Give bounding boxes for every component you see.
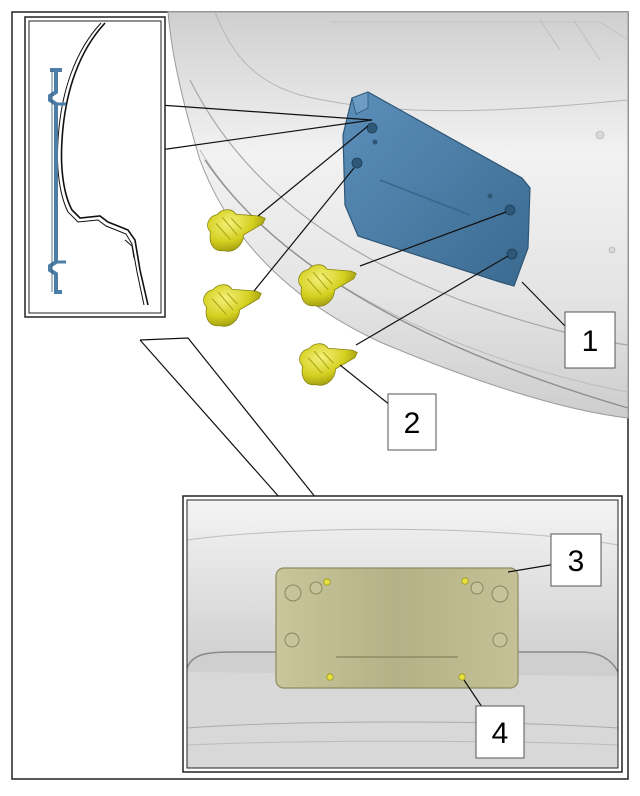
leader-lines [139, 104, 566, 499]
licence-plate-bracket-icon [342, 91, 531, 287]
callout-2: 2 [387, 393, 437, 451]
callout-1: 1 [564, 311, 616, 369]
section-view-inset [24, 16, 166, 318]
callout-4-label: 4 [492, 717, 509, 750]
callout-3: 3 [550, 533, 602, 587]
callout-3-label: 3 [568, 545, 585, 578]
callout-2-label: 2 [404, 407, 421, 440]
callout-4: 4 [475, 705, 525, 759]
callout-1-label: 1 [582, 325, 599, 358]
